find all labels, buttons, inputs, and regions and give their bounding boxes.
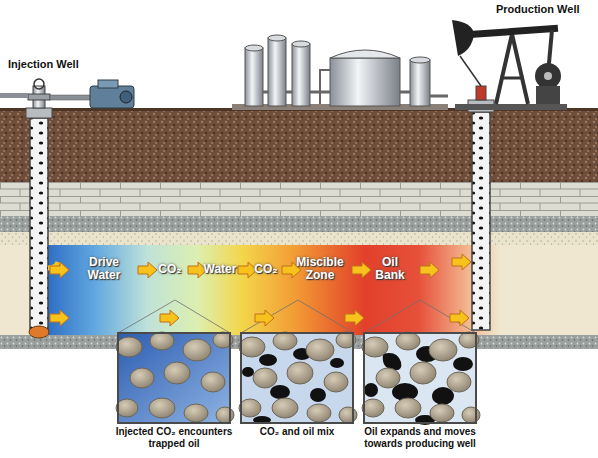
rock-strata bbox=[0, 108, 598, 349]
well-label: Production Well bbox=[496, 3, 580, 15]
panel-caption: CO₂ and oil mix bbox=[222, 426, 372, 438]
leader-line bbox=[118, 300, 476, 333]
zone-label: Oil Bank bbox=[372, 256, 408, 282]
injection-well bbox=[0, 79, 134, 338]
pore-panel: Oil expands and moves towards producing … bbox=[363, 332, 477, 424]
panel-caption: Injected CO₂ encounters trapped oil bbox=[99, 426, 249, 450]
production-well bbox=[452, 20, 567, 330]
processing-facility bbox=[232, 35, 448, 110]
zone-label: CO₂ bbox=[251, 263, 281, 276]
zone-label: Water bbox=[200, 263, 240, 276]
flow-arrow bbox=[48, 254, 471, 326]
panel-caption: Oil expands and moves towards producing … bbox=[345, 426, 495, 450]
zone-label: Drive Water bbox=[82, 256, 126, 282]
pore-panel: CO₂ and oil mix bbox=[240, 332, 354, 424]
zone-label: CO₂ bbox=[155, 263, 185, 276]
pore-panel: Injected CO₂ encounters trapped oil bbox=[117, 332, 231, 424]
reservoir-zone bbox=[48, 245, 500, 335]
well-label: Injection Well bbox=[8, 58, 79, 70]
pore-illustration bbox=[116, 332, 480, 425]
zone-label: Miscible Zone bbox=[292, 256, 348, 282]
